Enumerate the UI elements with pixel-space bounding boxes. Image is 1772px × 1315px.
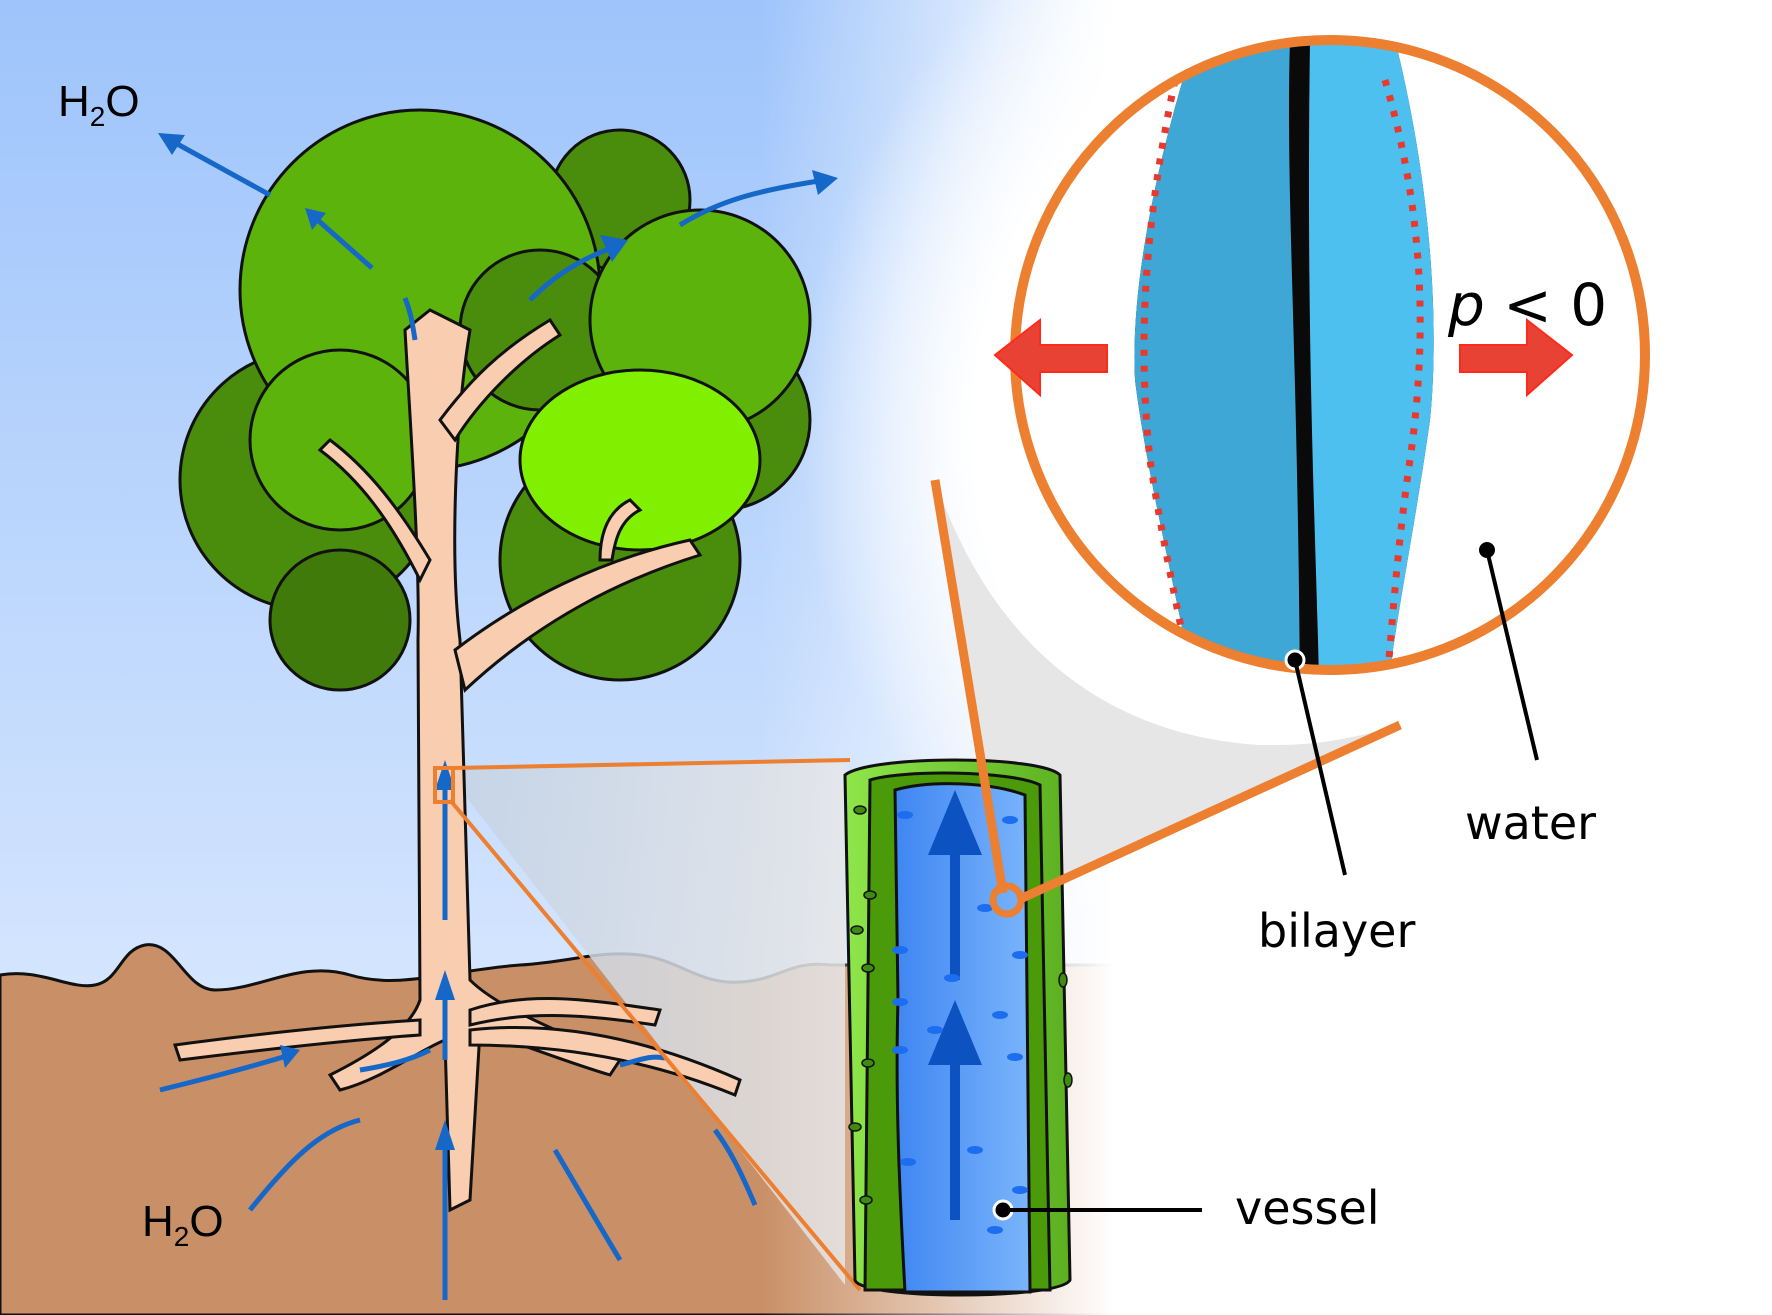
vessel-zoom-ring [989,882,1025,918]
flow-arrow [402,297,418,341]
arrow-up-icon [928,790,982,855]
zoom-line-top [452,758,851,770]
vessel-particles [892,811,1028,1234]
bilayer-pointer-line [1293,659,1347,876]
arrow-up-icon [435,970,455,1000]
zoom-line-circle-right [1016,720,1402,905]
zoom-line-bottom [448,798,862,1292]
arrow-up-icon [435,1120,455,1150]
arrow-up-icon [158,133,185,155]
label-h2o-bottom: H2O [142,1200,224,1251]
flow-arrow [678,177,826,228]
label-bilayer: bilayer [1258,904,1416,958]
h2o-bottom-tail: O [189,1197,224,1246]
vessel-wall-dots [848,805,1073,1205]
water-pointer-line [1485,549,1539,761]
vessel-flow-arrows [928,790,982,1220]
arrow-up-icon [280,1045,300,1068]
arrow-left-icon [993,317,1108,398]
pressure-variable: p [1448,271,1485,339]
label-vessel: vessel [1235,1181,1380,1235]
h2o-top-sub: 2 [89,101,106,132]
arrow-up-icon [928,1000,982,1065]
flow-arrow [248,1117,361,1212]
h2o-bottom-sub: 2 [173,1221,190,1252]
arrow-up-icon [305,208,326,230]
lipid-bilayer [1134,40,1434,670]
arrow-up-icon [435,760,455,790]
arrow-up-icon [600,235,628,262]
arrow-up-icon [812,170,838,195]
flow-arrow [712,1128,758,1206]
label-pressure: p < 0 [1448,276,1607,334]
zoom-line-circle-left [930,479,1008,894]
flow-arrow [552,1148,623,1262]
pressure-relation: < 0 [1484,271,1608,339]
flow-arrow [168,137,272,198]
label-water: water [1465,796,1597,850]
h2o-bottom-main: H [142,1197,174,1246]
flow-arrow [619,1054,666,1068]
tree-trunk [173,308,742,1213]
flow-arrow [359,1047,432,1073]
h2o-top-tail: O [105,77,140,126]
flow-arrow [159,1052,291,1093]
h2o-top-main: H [58,77,90,126]
trunk-zoom-box [433,766,455,804]
label-h2o-top: H2O [58,80,140,131]
flow-arrow [310,213,374,270]
arrow-right-icon [1459,317,1574,398]
flow-arrowheads [158,133,838,1150]
